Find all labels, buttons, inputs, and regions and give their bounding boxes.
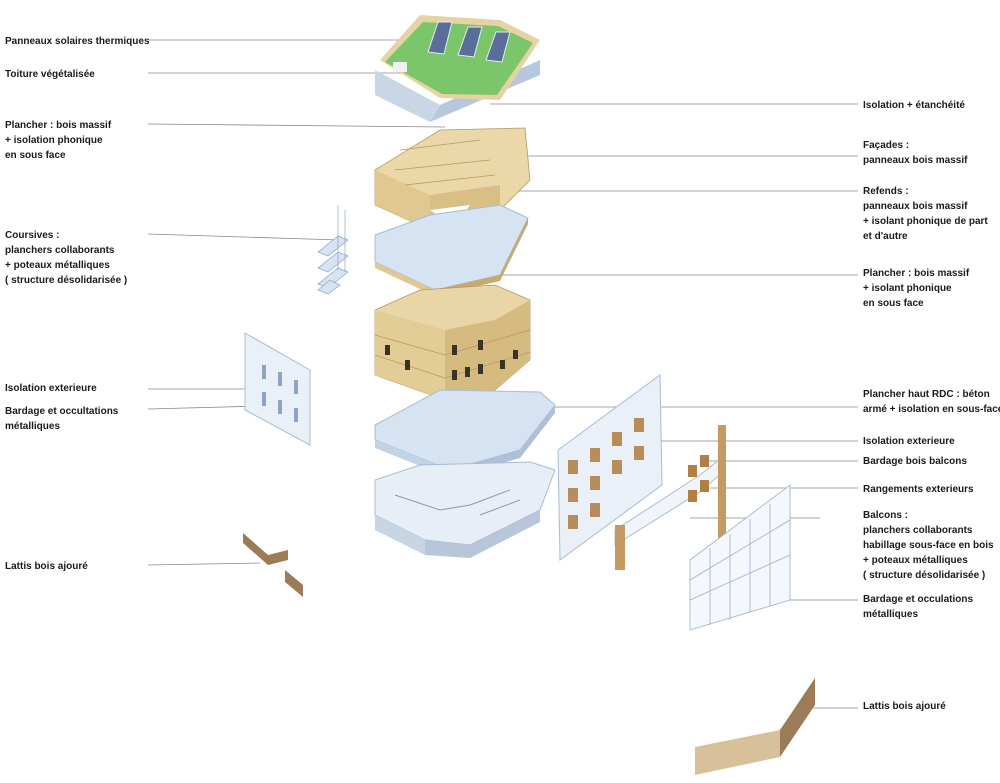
label-line: ( structure désolidarisée ) (863, 570, 986, 581)
label-line: métalliques (5, 421, 61, 432)
label-line: Isolation exterieure (5, 383, 97, 394)
floor-slab-middle (374, 204, 529, 296)
balcony-structure (614, 425, 726, 570)
label-line: planchers collaborants (5, 245, 115, 256)
label-line: Balcons : (863, 510, 909, 521)
label-line: Bardage et occultations (5, 406, 119, 417)
label-line: Bardage et occulations (863, 594, 974, 605)
label-ext-insulation-right: Isolation exterieure (863, 434, 955, 449)
green-roof (375, 15, 540, 122)
label-line: planchers collaborants (863, 525, 973, 536)
label-line: Isolation exterieure (863, 436, 955, 447)
label-line: Plancher : bois massif (5, 120, 112, 131)
label-line: armé + isolation en sous-face (863, 404, 1000, 415)
label-green-roof: Toiture végétalisée (5, 67, 95, 82)
label-balcony-cladding: Bardage bois balcons (863, 454, 967, 469)
label-line: et d'autre (863, 231, 908, 242)
label-line: habillage sous-face en bois (863, 540, 994, 551)
label-line: + isolant phonique de part (863, 216, 988, 227)
right-cladding-panel (689, 484, 791, 631)
leader-lines (147, 39, 858, 709)
label-floor-top: Plancher : bois massif + isolation phoni… (5, 118, 111, 163)
label-refends: Refends : panneaux bois massif + isolant… (863, 184, 988, 244)
label-line: + poteaux métalliques (5, 260, 110, 271)
label-line: ( structure désolidarisée ) (5, 275, 128, 286)
label-balcons: Balcons : planchers collaborants habilla… (863, 508, 994, 583)
solar-panels (427, 21, 511, 63)
label-line: Refends : (863, 186, 909, 197)
label-line: panneaux bois massif (863, 155, 968, 166)
label-line: + isolant phonique (863, 283, 952, 294)
coursives-structure (317, 205, 349, 295)
label-line: + poteaux métalliques (863, 555, 968, 566)
label-line: en sous face (863, 298, 924, 309)
label-line: Rangements exterieurs (863, 484, 974, 495)
label-facades: Façades : panneaux bois massif (863, 138, 967, 168)
label-line: Plancher : bois massif (863, 268, 970, 279)
label-line: Panneaux solaires thermiques (5, 36, 150, 47)
upper-timber-walls (374, 127, 531, 231)
label-line: Toiture végétalisée (5, 69, 95, 80)
label-insulation-seal: Isolation + étanchéité (863, 98, 965, 113)
ground-floor (374, 461, 556, 558)
label-lattice-right: Lattis bois ajouré (863, 699, 946, 714)
label-line: panneaux bois massif (863, 201, 968, 212)
label-floor-rdc: Plancher haut RDC : béton armé + isolati… (863, 387, 1000, 417)
building-windows (385, 340, 518, 380)
left-cladding-panel (244, 332, 311, 446)
label-line: Plancher haut RDC : béton (863, 389, 990, 400)
label-line: Lattis bois ajouré (863, 701, 946, 712)
label-line: Coursives : (5, 230, 60, 241)
label-line: Façades : (863, 140, 910, 151)
label-line: Lattis bois ajouré (5, 561, 88, 572)
label-cladding-right: Bardage et occulations métalliques (863, 592, 973, 622)
label-solar-panels: Panneaux solaires thermiques (5, 34, 150, 49)
left-lattice (243, 533, 303, 597)
label-line: + isolation phonique (5, 135, 103, 146)
right-insulation-panel (557, 374, 663, 561)
label-floor-middle: Plancher : bois massif + isolant phoniqu… (863, 266, 969, 311)
label-ext-insulation-left: Isolation exterieure (5, 381, 97, 396)
label-lattice-left: Lattis bois ajouré (5, 559, 88, 574)
label-line: en sous face (5, 150, 66, 161)
roof-hatch (393, 62, 407, 72)
label-cladding-left: Bardage et occultations métalliques (5, 404, 118, 434)
label-line: Isolation + étanchéité (863, 100, 965, 111)
label-storage: Rangements exterieurs (863, 482, 974, 497)
label-coursives: Coursives : planchers collaborants + pot… (5, 228, 127, 288)
right-lattice (695, 678, 815, 775)
label-line: métalliques (863, 609, 919, 620)
timber-building (374, 284, 531, 401)
label-line: Bardage bois balcons (863, 456, 967, 467)
